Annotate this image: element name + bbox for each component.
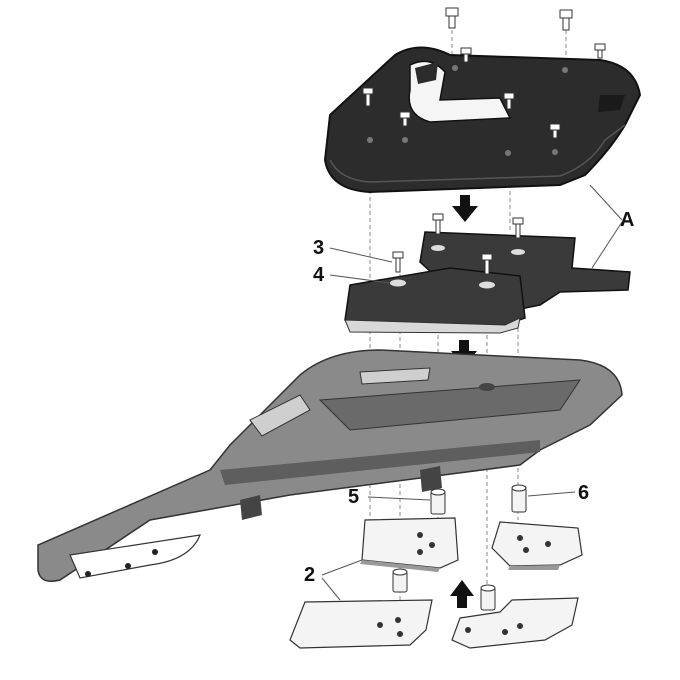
down-arrow-icon — [452, 195, 478, 222]
bolt-icon — [460, 47, 472, 63]
bolt-icon — [559, 9, 573, 31]
callout-2: 2 — [304, 564, 315, 586]
callout-6: 6 — [578, 482, 589, 504]
plate-bolts — [362, 7, 606, 139]
bolt-icon — [594, 43, 606, 59]
bolt-icon — [549, 123, 561, 139]
bolt-icon — [445, 7, 459, 29]
top-mounting-plate — [323, 46, 642, 194]
lower-spacers — [392, 568, 496, 611]
leader-lines — [321, 184, 623, 601]
upper-pads — [360, 517, 583, 572]
spacer-6 — [511, 484, 527, 513]
callout-3: 3 — [313, 237, 324, 259]
callout-A: A — [620, 209, 634, 231]
bolt-icon — [362, 87, 374, 107]
bolt-icon — [432, 213, 444, 235]
callout-labels: A 3 4 5 6 2 — [304, 209, 634, 586]
bolt-icon — [481, 253, 493, 275]
bracket-bolts — [392, 213, 524, 275]
rear-rack — [37, 349, 623, 582]
spacer-5 — [430, 488, 446, 515]
bolt-icon — [512, 217, 524, 239]
up-arrow-icon — [450, 580, 474, 608]
lower-pads — [289, 597, 579, 649]
bolt-icon — [503, 92, 515, 110]
callout-4: 4 — [313, 264, 325, 286]
callout-5: 5 — [348, 486, 359, 508]
bolt-icon — [399, 111, 411, 127]
bolt-icon — [392, 251, 404, 273]
